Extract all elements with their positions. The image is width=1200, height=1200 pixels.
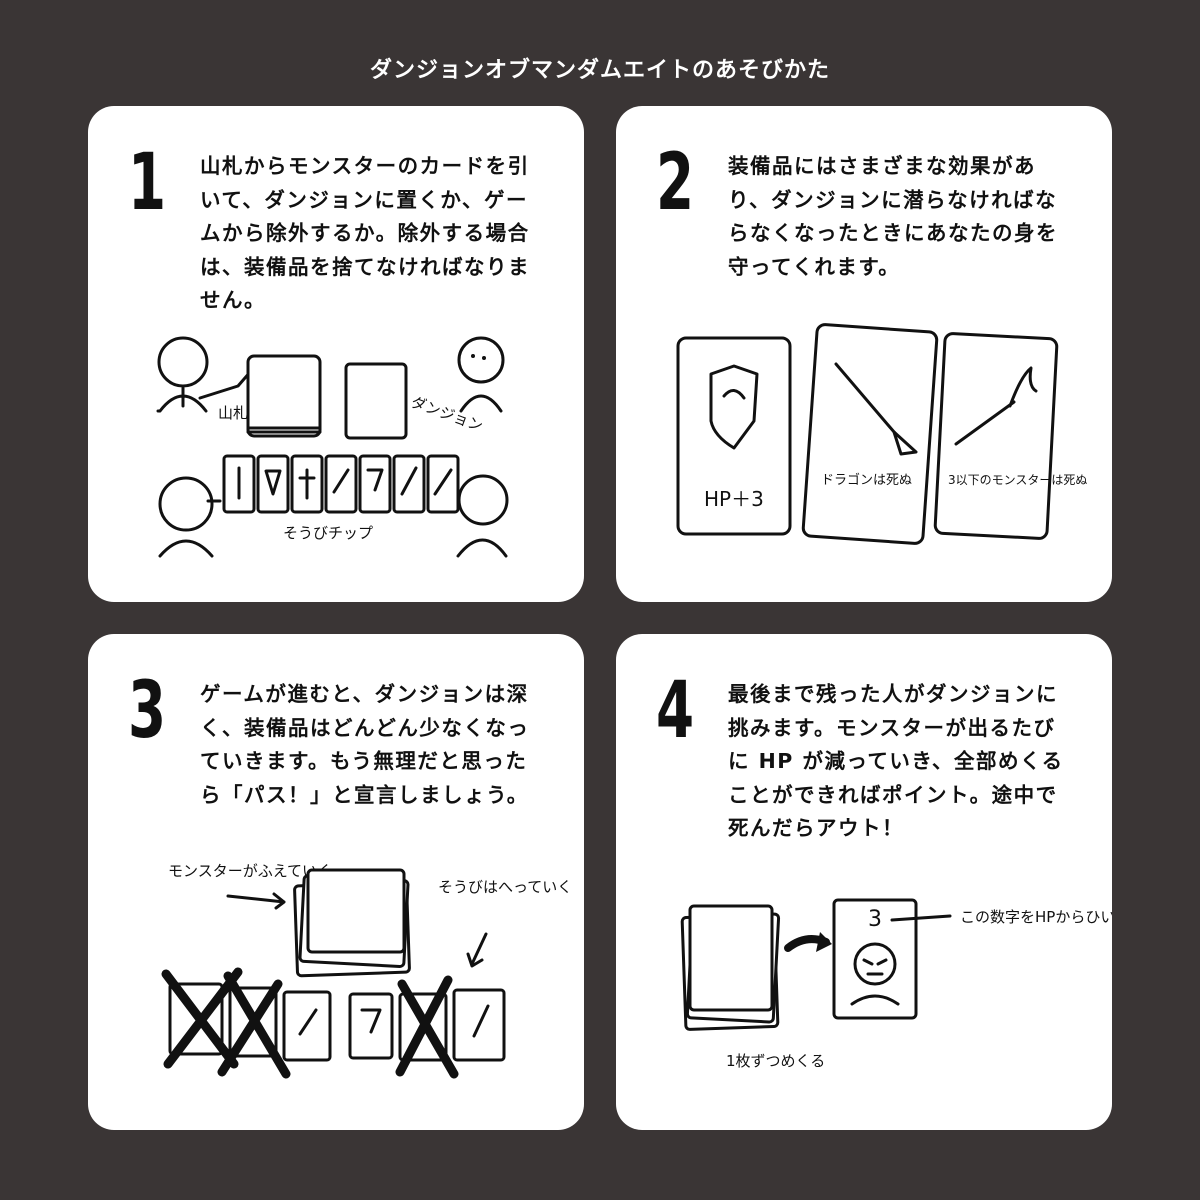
card-caption: 3以下のモンスターは死ぬ [948,473,1087,487]
step-number: 3 [128,666,166,756]
step-text: 最後まで残った人がダンジョンに挑みます。モンスターが出るたびに HP が減ってい… [728,682,1064,840]
monster-face-icon [853,942,897,986]
deck-label: 山札 [218,404,248,422]
equipment-card: 3以下のモンスターは死ぬ [933,332,1087,540]
deck-icon [246,354,322,438]
arrow-icon [226,892,286,910]
monster-stack-icon [293,868,411,978]
player-figure-icon [457,336,505,413]
flip-label: 1枚ずつめくる [726,1052,825,1070]
monsters-label: モンスターがふえていく [168,862,332,880]
dungeon-progress-illustration: モンスターがふえていく そうびはへっていく [161,862,572,1079]
card-caption: HP＋3 [704,487,764,511]
step-3-panel: 3 ゲームが進むと、ダンジョンは深く、装備品はどんどん少なくなっていきます。もう… [88,634,584,1130]
step-number: 1 [128,138,166,228]
shield-icon [709,364,759,450]
monster-stack-icon [680,904,781,1031]
step-1-panel: 1 山札からモンスターのカードを引いて、ダンジョンに置くか、ゲームから除外するか… [88,106,584,602]
card-caption: ドラゴンは死ぬ [821,472,912,488]
page-title: ダンジョンオブマンダムエイトのあそびかた [369,58,830,83]
equipment-card: ドラゴンは死ぬ [801,323,939,545]
player-figure-icon [158,476,222,558]
equipment-label: そうびはへっていく [438,878,572,896]
player-figure-icon [156,336,253,413]
step-text: 装備品にはさまざまな効果があり、ダンジョンに潜らなければならなくなったときにあな… [728,154,1058,279]
removed-cross-icon [161,967,459,1079]
dungeon-delve-illustration: 3 この数字をHPからひいていく 1枚ずつめくる [680,898,1112,1070]
equipment-chips-row [161,967,506,1079]
arrow-icon [466,932,488,968]
equipment-chips-row [222,454,460,514]
player-figure-icon [456,474,509,558]
table-setup-illustration: 山札 ダンジョン そうびチップ [156,336,509,558]
step-text: ゲームが進むと、ダンジョンは深く、装備品はどんどん少なくなっていきます。もう無理… [200,682,530,807]
torch-icon [954,400,1016,446]
step-text: 山札からモンスターのカードを引いて、ダンジョンに置くか、ゲームから除外するか。除… [200,154,530,312]
dungeon-card-icon [344,362,408,440]
equipment-card: HP＋3 [676,336,792,536]
step-number: 2 [656,138,694,228]
equipment-cards-illustration: HP＋3 ドラゴンは死ぬ 3以下のモンスターは死ぬ [676,323,1087,545]
monster-card: 3 [832,898,918,1020]
chips-label: そうびチップ [283,524,373,542]
step-number: 4 [656,666,694,756]
card-number: 3 [868,907,882,932]
pointer-line [890,914,952,922]
step-2-panel: 2 装備品にはさまざまな効果があり、ダンジョンに潜らなければならなくなったときに… [616,106,1112,602]
card-number-note: この数字をHPからひいていく [960,908,1112,926]
step-4-panel: 4 最後まで残った人がダンジョンに挑みます。モンスターが出るたびに HP が減っ… [616,634,1112,1130]
